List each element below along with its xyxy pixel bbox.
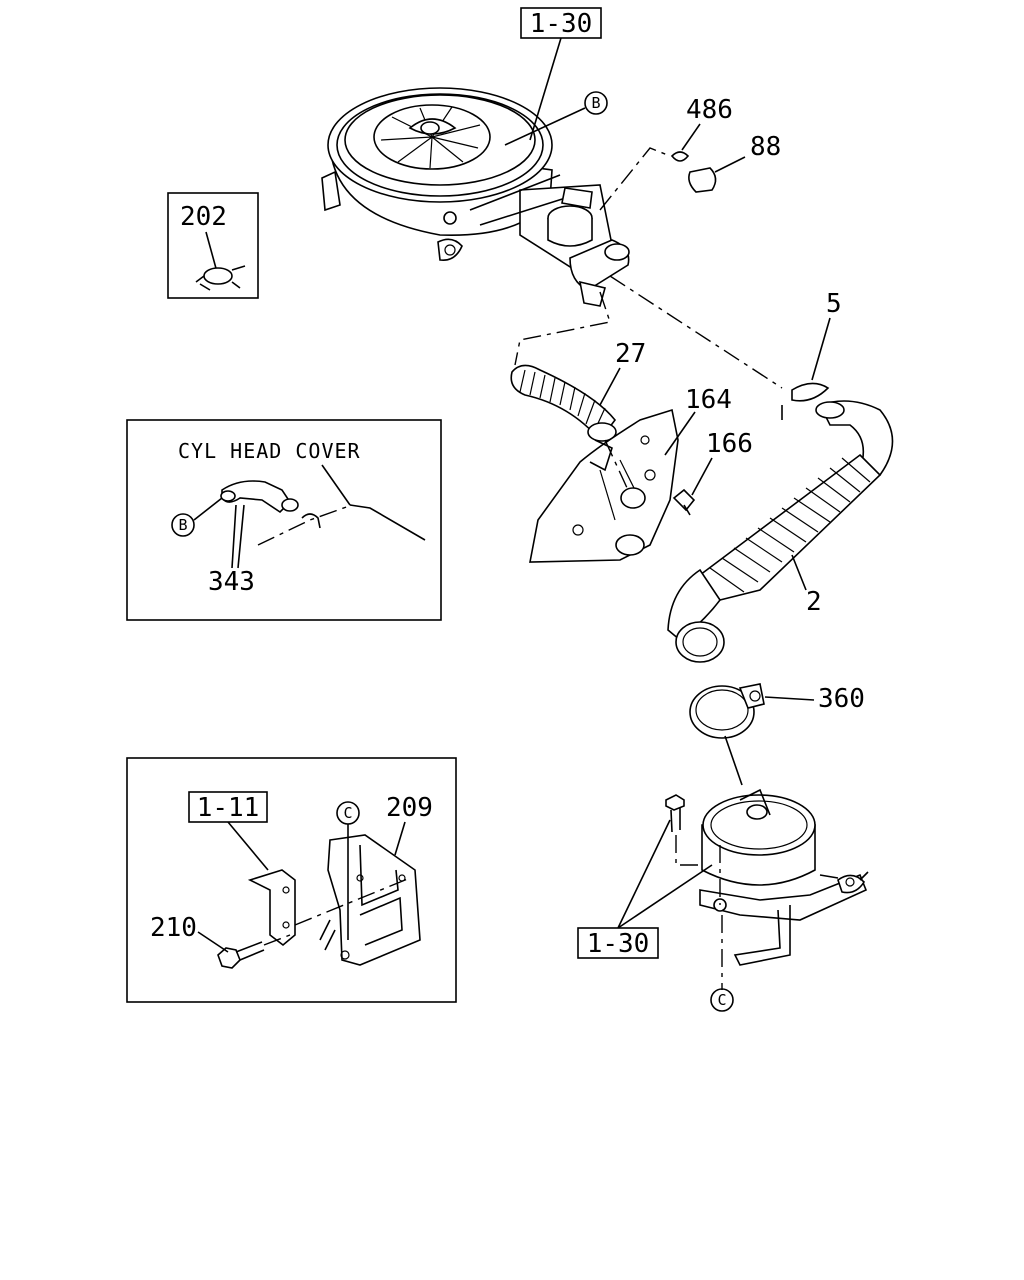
marker-b-top-label: B bbox=[591, 94, 600, 112]
inset-caption: CYL HEAD COVER bbox=[178, 439, 361, 463]
ref-label-bottom: 1-30 bbox=[587, 929, 650, 959]
label-209: 209 bbox=[386, 793, 433, 823]
label-2: 2 bbox=[806, 587, 822, 617]
part-486-88: 486 88 bbox=[599, 95, 781, 211]
label-166: 166 bbox=[706, 429, 753, 459]
inset-bracket: 1-11 C 209 210 bbox=[126, 757, 457, 1003]
ref-label-inset: 1-11 bbox=[197, 793, 260, 823]
resonator-assembly bbox=[665, 788, 869, 990]
ref-box-top: 1-30 bbox=[520, 7, 602, 141]
air-cleaner-assembly bbox=[321, 87, 630, 307]
inset-202: 202 bbox=[167, 192, 259, 299]
marker-c-bottom-label: C bbox=[717, 991, 726, 1009]
clamp-360: 360 bbox=[689, 683, 865, 786]
bracket-164: 164 bbox=[529, 385, 732, 563]
label-202: 202 bbox=[180, 202, 227, 232]
inset-cyl-head-cover: CYL HEAD COVER B 343 bbox=[126, 419, 442, 621]
hose-2: 2 bbox=[667, 400, 894, 663]
part-5: 5 bbox=[609, 275, 842, 420]
label-360: 360 bbox=[818, 684, 865, 714]
label-27: 27 bbox=[615, 339, 646, 369]
bolt-166: 166 bbox=[672, 429, 753, 516]
hose-27: 27 bbox=[510, 291, 646, 442]
label-88: 88 bbox=[750, 132, 781, 162]
marker-b-top: B bbox=[504, 91, 608, 146]
ref-box-bottom: 1-30 bbox=[577, 819, 713, 959]
marker-c-bottom: C bbox=[710, 988, 734, 1012]
label-210: 210 bbox=[150, 913, 197, 943]
label-343: 343 bbox=[208, 567, 255, 597]
ref-label-top: 1-30 bbox=[530, 9, 593, 39]
label-486: 486 bbox=[686, 95, 733, 125]
marker-b-inset-label: B bbox=[178, 516, 187, 534]
label-164: 164 bbox=[685, 385, 732, 415]
label-5: 5 bbox=[826, 289, 842, 319]
marker-c-inset-label: C bbox=[343, 804, 352, 822]
